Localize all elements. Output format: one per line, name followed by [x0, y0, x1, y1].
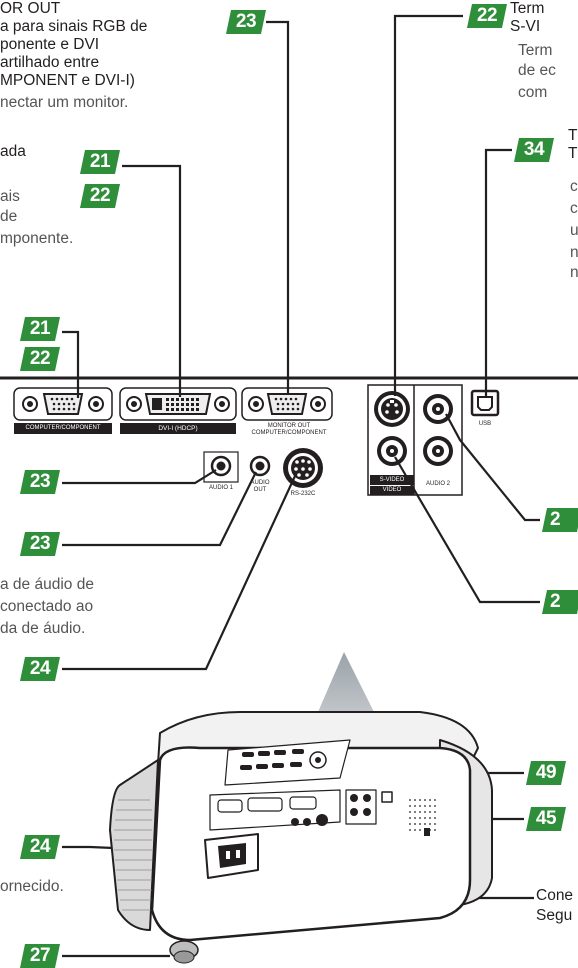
page-badge-24-power: 24	[20, 835, 60, 859]
page-badge-text: 22	[476, 5, 498, 26]
kensington-line-1: Cone	[536, 887, 574, 904]
page-badge-23-top: 23	[226, 10, 266, 34]
page-badge-21-left: 21	[20, 317, 60, 341]
usb-desc-1: c	[570, 178, 578, 195]
page-badge-24-rs232c: 24	[20, 657, 60, 681]
monitor-out-line-3: artilhado entre	[0, 54, 100, 71]
page-badge-22-mid: 22	[80, 184, 120, 208]
page-badge-23-audio-1: 23	[20, 470, 60, 494]
dvi-line-2: de	[0, 208, 18, 225]
label-monitor-out-2: COMPUTER/COMPONENT	[251, 430, 327, 436]
dvi-port	[119, 387, 237, 434]
label-rs232c: RS-232C	[290, 491, 316, 497]
audio-out-line-1: a de áudio de	[0, 576, 94, 593]
monitor-out-line-4: MPONENT e DVI-I)	[0, 72, 135, 89]
page-badge-49: 49	[526, 761, 566, 785]
page-badge-text: 21	[89, 151, 111, 172]
label-usb: USB	[478, 421, 492, 427]
page-badge-22-left: 22	[20, 347, 60, 371]
label-video: VIDEO	[382, 487, 402, 493]
audio-out-line-2: conectado ao	[0, 598, 94, 615]
monitor-out-line-1: a para sinais RGB de	[0, 18, 148, 35]
page-badge-45: 45	[526, 807, 566, 831]
page-badge-text: 22	[29, 348, 51, 369]
projector-illustration	[109, 711, 493, 964]
label-audio-out-1: AUDIO	[250, 480, 270, 486]
page-badge-23-audio-out: 23	[20, 532, 60, 556]
page-badge-text: 23	[235, 11, 257, 32]
page-badge-text: 49	[535, 762, 557, 783]
label-audio-out-2: OUT	[253, 487, 267, 493]
usb-desc-4: n	[570, 244, 578, 261]
video-audio2-box	[367, 384, 463, 496]
dvi-title-fragment: ada	[0, 143, 26, 160]
kensington-line-2: Segu	[536, 907, 573, 924]
usb-title-2: T	[568, 145, 578, 162]
usb-desc-5: n	[570, 264, 578, 281]
page-badge-video-partial: 2	[542, 590, 578, 614]
page-badge-text: 24	[29, 658, 51, 679]
audio-out-jack	[249, 455, 271, 477]
page-badge-21-mid: 21	[80, 150, 120, 174]
monitor-out-title: OR OUT	[0, 0, 61, 17]
computer-component-port	[13, 387, 113, 434]
page-badge-text: 23	[29, 533, 51, 554]
monitor-out-line-5: nectar um monitor.	[0, 94, 129, 111]
audio-out-line-3: da de áudio.	[0, 620, 86, 637]
page-badge-27: 27	[20, 944, 60, 968]
page-badge-22-top-right: 22	[467, 4, 507, 28]
label-computer-component: COMPUTER/COMPONENT	[25, 425, 101, 431]
left-vent-slats	[114, 799, 152, 911]
page-badge-audio-2-partial: 2	[542, 508, 578, 532]
monitor-out-port	[241, 387, 333, 421]
usb-desc-2: c	[570, 200, 578, 217]
page-badge-text: 45	[535, 808, 557, 829]
dvi-line-1: ais	[0, 188, 20, 205]
page-badge-text: 27	[29, 945, 51, 966]
page-badge-text: 21	[29, 318, 51, 339]
label-audio-1: AUDIO 1	[208, 485, 233, 491]
svideo-desc-3: com	[518, 84, 548, 101]
usb-title-1: T	[568, 127, 578, 144]
page-badge-34: 34	[514, 138, 554, 162]
page-badge-text: 23	[29, 471, 51, 492]
svideo-title-1: Term	[510, 0, 545, 17]
usb-desc-3: u	[570, 222, 578, 239]
label-svideo: S-VIDEO	[379, 477, 405, 483]
svideo-desc-1: Term	[518, 42, 553, 59]
page-badge-text: 2	[550, 591, 561, 612]
label-audio-2: AUDIO 2	[425, 481, 450, 487]
label-dvi: DVI-I (HDCP)	[158, 425, 198, 432]
audio-1-jack	[203, 451, 239, 483]
page-badge-text: 24	[29, 836, 51, 857]
svideo-title-2: S-VI	[510, 18, 541, 35]
page-badge-text: 34	[523, 139, 545, 160]
page-badge-text: 2	[550, 509, 561, 530]
dvi-line-3: mponente.	[0, 230, 74, 247]
rs232c-port	[283, 448, 323, 488]
page-badge-text: 22	[89, 185, 111, 206]
svideo-desc-2: de ec	[518, 62, 556, 79]
power-fragment: ornecido.	[0, 878, 64, 895]
label-monitor-out-1: MONITOR OUT	[267, 423, 311, 429]
monitor-out-line-2: ponente e DVI	[0, 36, 100, 53]
